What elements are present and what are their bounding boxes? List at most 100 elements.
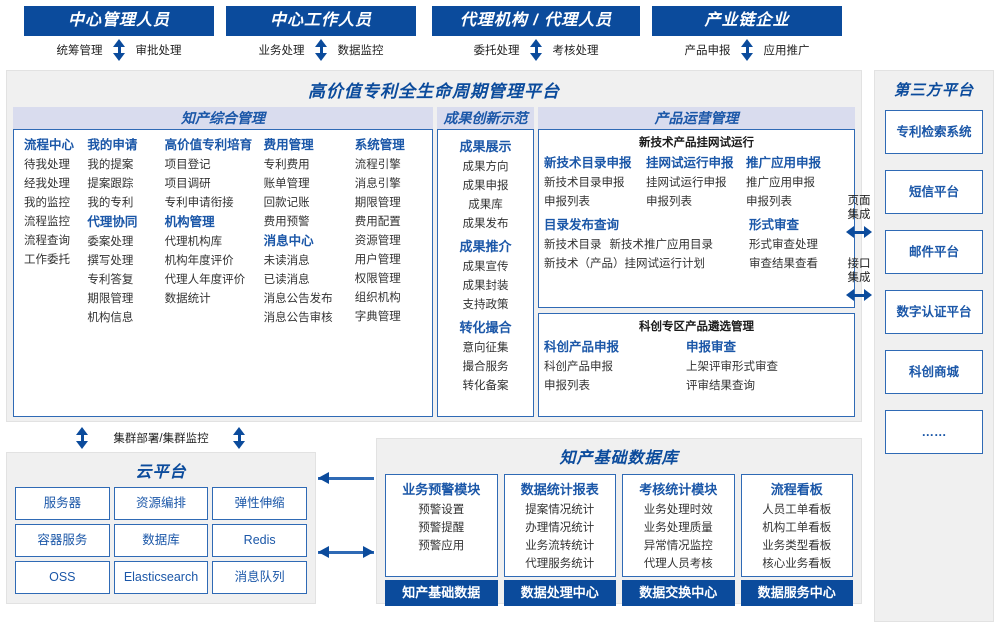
menu-item[interactable]: 数据统计	[164, 293, 211, 305]
menu-item[interactable]: 申报列表	[544, 380, 590, 392]
database-footer[interactable]: 知产基础数据	[385, 580, 498, 606]
card-item[interactable]: 代理服务统计	[525, 558, 595, 570]
menu-item[interactable]: 权限管理	[354, 273, 401, 285]
menu-item[interactable]: 成果方向	[462, 161, 509, 173]
card-item[interactable]: 预警提醒	[418, 522, 465, 534]
menu-item[interactable]: 科创产品申报	[544, 361, 613, 373]
menu-item[interactable]: 字典管理	[354, 311, 401, 323]
menu-item[interactable]: 用户管理	[354, 254, 401, 266]
menu-item[interactable]: 项目调研	[164, 178, 211, 190]
vertical-bidirectional-arrow-icon	[76, 427, 89, 449]
menu-item[interactable]: 推广应用申报	[746, 177, 815, 189]
card-item[interactable]: 人员工单看板	[762, 504, 832, 516]
card-item[interactable]: 业务处理质量	[643, 522, 713, 534]
menu-item[interactable]: 账单管理	[263, 178, 310, 190]
menu-item[interactable]: 我的专利	[87, 197, 134, 209]
menu-item[interactable]: 审查结果查看	[749, 258, 818, 270]
menu-item[interactable]: 机构信息	[87, 312, 134, 324]
menu-item[interactable]: 资源管理	[354, 235, 401, 247]
menu-item[interactable]: 上架评审形式审查	[686, 361, 778, 373]
menu-item[interactable]: 形式审查处理	[749, 239, 818, 251]
menu-item[interactable]: 经我处理	[24, 178, 70, 190]
third-party-item-4[interactable]: 科创商城	[885, 350, 983, 394]
cloud-cell-7[interactable]: Elasticsearch	[113, 561, 209, 594]
menu-item[interactable]: 代理人年度评价	[164, 274, 246, 286]
menu-item[interactable]: 提案跟踪	[87, 178, 134, 190]
cloud-cell-5[interactable]: Redis	[212, 524, 307, 557]
menu-item[interactable]: 新技术（产品）挂网试运行计划	[544, 258, 705, 270]
card-item[interactable]: 业务流转统计	[525, 540, 595, 552]
menu-item[interactable]: 申报列表	[646, 196, 692, 208]
database-footer[interactable]: 数据交换中心	[622, 580, 735, 606]
menu-item[interactable]: 代理机构库	[164, 236, 223, 248]
cloud-cell-1[interactable]: 资源编排	[113, 487, 209, 520]
card-item[interactable]: 预警应用	[418, 540, 465, 552]
database-footer[interactable]: 数据处理中心	[503, 580, 616, 606]
menu-item[interactable]: 消息公告审核	[263, 312, 333, 324]
card-item[interactable]: 业务类型看板	[762, 540, 832, 552]
menu-item[interactable]: 挂网试运行申报	[646, 177, 727, 189]
menu-item[interactable]: 消息引擎	[354, 178, 401, 190]
menu-item[interactable]: 我的提案	[87, 159, 134, 171]
menu-item[interactable]: 撮合服务	[462, 361, 509, 373]
cloud-cell-8[interactable]: 消息队列	[212, 561, 307, 594]
database-footer[interactable]: 数据服务中心	[740, 580, 853, 606]
third-party-item-5[interactable]: ……	[885, 410, 983, 454]
menu-item[interactable]: 委案处理	[87, 236, 134, 248]
menu-item[interactable]: 费用预警	[263, 216, 310, 228]
menu-item[interactable]: 机构年度评价	[164, 255, 234, 267]
cloud-cell-2[interactable]: 弹性伸缩	[212, 487, 307, 520]
menu-item[interactable]: 专利费用	[263, 159, 310, 171]
third-party-item-3[interactable]: 数字认证平台	[885, 290, 983, 334]
menu-item[interactable]: 成果宣传	[462, 261, 509, 273]
card-item[interactable]: 异常情况监控	[643, 540, 713, 552]
database-column-2: 考核统计模块 业务处理时效 业务处理质量 异常情况监控 代理人员考核 数据交换中…	[622, 474, 735, 606]
cloud-cell-6[interactable]: OSS	[15, 561, 110, 594]
menu-item[interactable]: 流程查询	[24, 235, 70, 247]
menu-item[interactable]: 回款记账	[263, 197, 310, 209]
menu-item[interactable]: 成果封装	[462, 280, 509, 292]
menu-item[interactable]: 撰写处理	[87, 255, 134, 267]
menu-item[interactable]: 申报列表	[746, 196, 792, 208]
menu-item[interactable]: 专利答复	[87, 274, 134, 286]
menu-item[interactable]: 我的监控	[24, 197, 70, 209]
third-party-item-2[interactable]: 邮件平台	[885, 230, 983, 274]
menu-item[interactable]: 费用配置	[354, 216, 401, 228]
menu-item[interactable]: 成果申报	[462, 180, 509, 192]
third-party-item-1[interactable]: 短信平台	[885, 170, 983, 214]
menu-item[interactable]: 成果库	[468, 199, 503, 211]
menu-item[interactable]: 消息公告发布	[263, 293, 333, 305]
menu-item[interactable]: 工作委托	[24, 254, 70, 266]
menu-item[interactable]: 待我处理	[24, 159, 70, 171]
menu-item[interactable]: 支持政策	[462, 299, 509, 311]
card-item[interactable]: 核心业务看板	[762, 558, 832, 570]
menu-item[interactable]: 专利申请衔接	[164, 197, 234, 209]
card-item[interactable]: 机构工单看板	[762, 522, 832, 534]
card-item[interactable]: 提案情况统计	[525, 504, 595, 516]
menu-item[interactable]: 组织机构	[354, 292, 401, 304]
card-item[interactable]: 办理情况统计	[525, 522, 595, 534]
menu-item[interactable]: 未读消息	[263, 255, 310, 267]
menu-item[interactable]: 期限管理	[87, 293, 134, 305]
third-party-item-0[interactable]: 专利检索系统	[885, 110, 983, 154]
menu-item[interactable]: 流程监控	[24, 216, 70, 228]
menu-item[interactable]: 意向征集	[462, 342, 509, 354]
menu-item[interactable]: 已读消息	[263, 274, 310, 286]
menu-item[interactable]: 期限管理	[354, 197, 401, 209]
menu-item[interactable]: 申报列表	[544, 196, 590, 208]
card-item[interactable]: 预警设置	[418, 504, 465, 516]
platform-container: 高价值专利全生命周期管理平台 知产综合管理 流程中心 待我处理 经我处理 我的监…	[6, 70, 862, 422]
menu-item[interactable]: 新技术推广应用目录	[609, 239, 714, 251]
cloud-cell-4[interactable]: 数据库	[113, 524, 209, 557]
menu-item[interactable]: 新技术目录申报	[544, 177, 625, 189]
card-item[interactable]: 业务处理时效	[643, 504, 713, 516]
cloud-cell-3[interactable]: 容器服务	[15, 524, 110, 557]
menu-item[interactable]: 转化备案	[462, 380, 509, 392]
menu-item[interactable]: 成果发布	[462, 218, 509, 230]
menu-item[interactable]: 新技术目录	[544, 239, 602, 251]
cloud-cell-0[interactable]: 服务器	[15, 487, 110, 520]
card-item[interactable]: 代理人员考核	[643, 558, 713, 570]
menu-item[interactable]: 流程引擎	[354, 159, 401, 171]
menu-item[interactable]: 评审结果查询	[686, 380, 755, 392]
menu-item[interactable]: 项目登记	[164, 159, 211, 171]
